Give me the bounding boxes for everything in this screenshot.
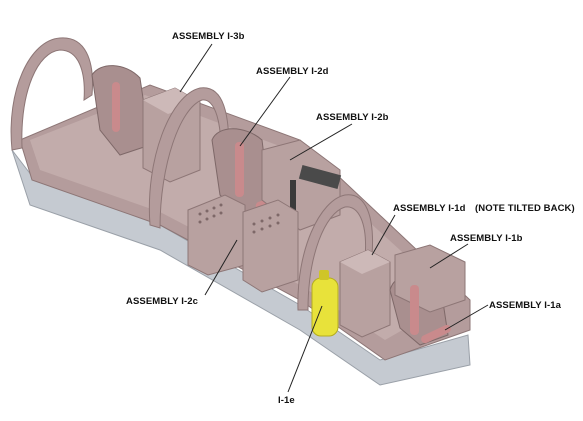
assembly-i2c-panel-right: [242, 199, 299, 293]
front-seat-strap: [421, 324, 451, 344]
leader-i2c: [204, 239, 238, 296]
label-assembly-i2b: ASSEMBLY I-2b: [316, 112, 389, 123]
leader-i3b: [179, 43, 213, 93]
assembly-i3b-block-side: [143, 88, 200, 114]
assembly-i2c-panel-left: [187, 194, 246, 276]
label-assembly-i1a: ASSEMBLY I-1a: [489, 300, 562, 311]
label-assembly-i2c: ASSEMBLY I-2c: [126, 296, 199, 307]
label-assembly-i3b: ASSEMBLY I-3b: [172, 31, 245, 42]
rear-seat-pad: [112, 82, 120, 132]
label-i1e: I-1e: [278, 395, 295, 406]
leader-i2d: [239, 76, 291, 147]
label-assembly-i1b: ASSEMBLY I-1b: [450, 233, 523, 244]
panel-dots: [198, 203, 280, 234]
leader-lines: [179, 43, 489, 393]
label-assembly-i1d: ASSEMBLY I-1d: [393, 203, 466, 214]
leader-i2b: [289, 123, 353, 161]
rear-frame-arch: [10, 37, 94, 151]
i1e-tank: [311, 277, 339, 337]
leader-i1d: [371, 214, 396, 256]
control-column: [298, 165, 342, 189]
front-seat-pad: [410, 285, 419, 335]
label-assembly-i2d: ASSEMBLY I-2d: [256, 66, 329, 77]
leader-i1e: [287, 305, 323, 393]
rear-seat: [91, 65, 151, 156]
middle-seat-pad: [235, 142, 244, 197]
leader-i1b: [429, 243, 469, 269]
label-assembly-i1d-note: (NOTE TILTED BACK): [475, 203, 575, 214]
leader-i1a: [444, 304, 489, 331]
assembly-i1d-block-top: [340, 250, 390, 274]
i1e-tank-cap: [319, 270, 329, 280]
